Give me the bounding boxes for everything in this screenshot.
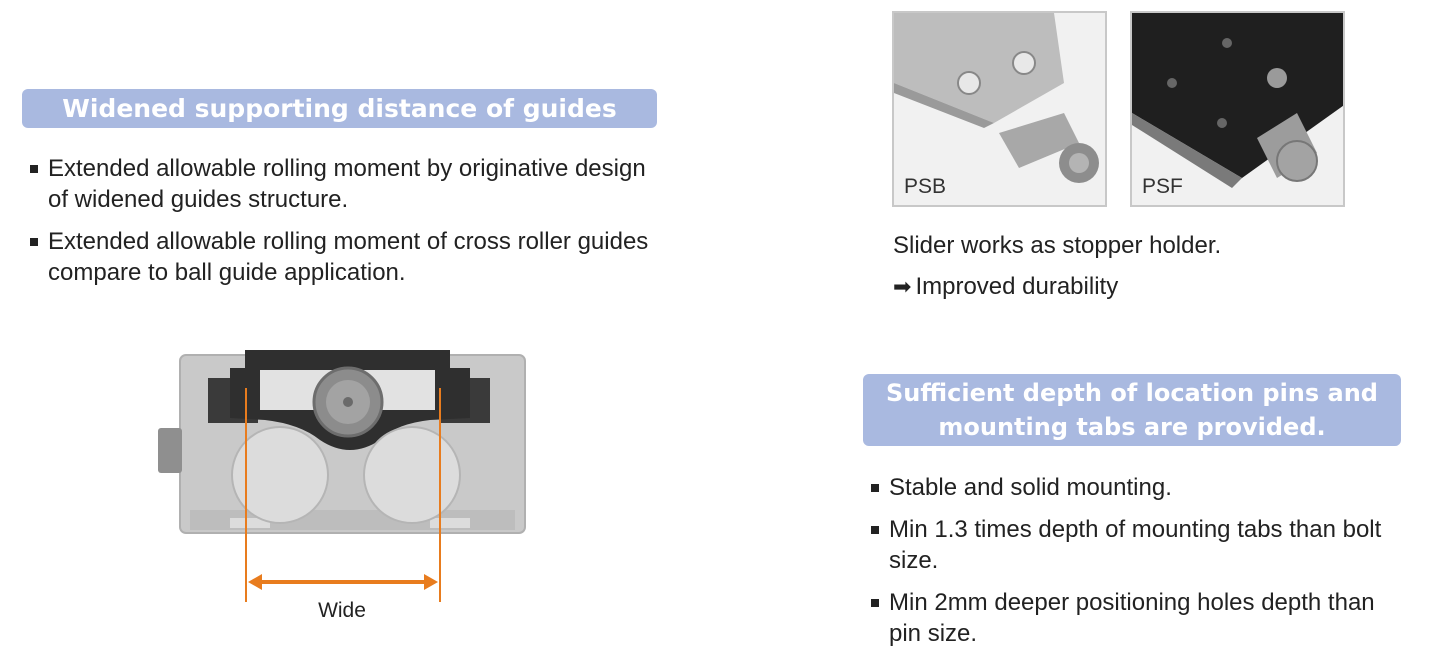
slider-note: Slider works as stopper holder. (893, 232, 1222, 259)
list-item: Min 2mm deeper positioning holes depth t… (869, 587, 1409, 649)
durability-note: ➡Improved durability (893, 273, 1118, 301)
bolt-hole-left (231, 426, 329, 524)
guide-cross-section-diagram: Wide (158, 350, 526, 622)
mounting-depth-heading-line2: mounting tabs are provided. (938, 413, 1326, 441)
arrow-right-icon: ➡ (893, 274, 912, 299)
psf-stopper-illustration (1132, 13, 1343, 205)
mounting-depth-heading: Sufficient depth of location pins and mo… (863, 374, 1401, 446)
durability-note-text: Improved durability (915, 273, 1119, 300)
psb-stopper-illustration (894, 13, 1105, 205)
mounting-tab (158, 428, 182, 473)
list-item: Min 1.3 times depth of mounting tabs tha… (869, 514, 1409, 576)
bolt-hole-right (363, 426, 461, 524)
psf-photo: PSF (1130, 11, 1345, 207)
widened-guides-heading-text: Widened supporting distance of guides (62, 94, 617, 123)
mounting-depth-heading-line1: Sufficient depth of location pins and (886, 379, 1378, 407)
widened-guides-heading: Widened supporting distance of guides (22, 89, 657, 128)
dimension-label: Wide (318, 599, 366, 622)
list-item: Stable and solid mounting. (869, 472, 1409, 503)
photo-caption: PSF (1142, 175, 1183, 198)
widened-guides-bullets: Extended allowable rolling moment by ori… (28, 153, 668, 299)
psb-photo: PSB (892, 11, 1107, 207)
mounting-depth-bullets: Stable and solid mounting. Min 1.3 times… (869, 472, 1409, 660)
list-item: Extended allowable rolling moment of cro… (28, 226, 668, 288)
list-item: Extended allowable rolling moment by ori… (28, 153, 668, 215)
photo-caption: PSB (904, 175, 947, 198)
